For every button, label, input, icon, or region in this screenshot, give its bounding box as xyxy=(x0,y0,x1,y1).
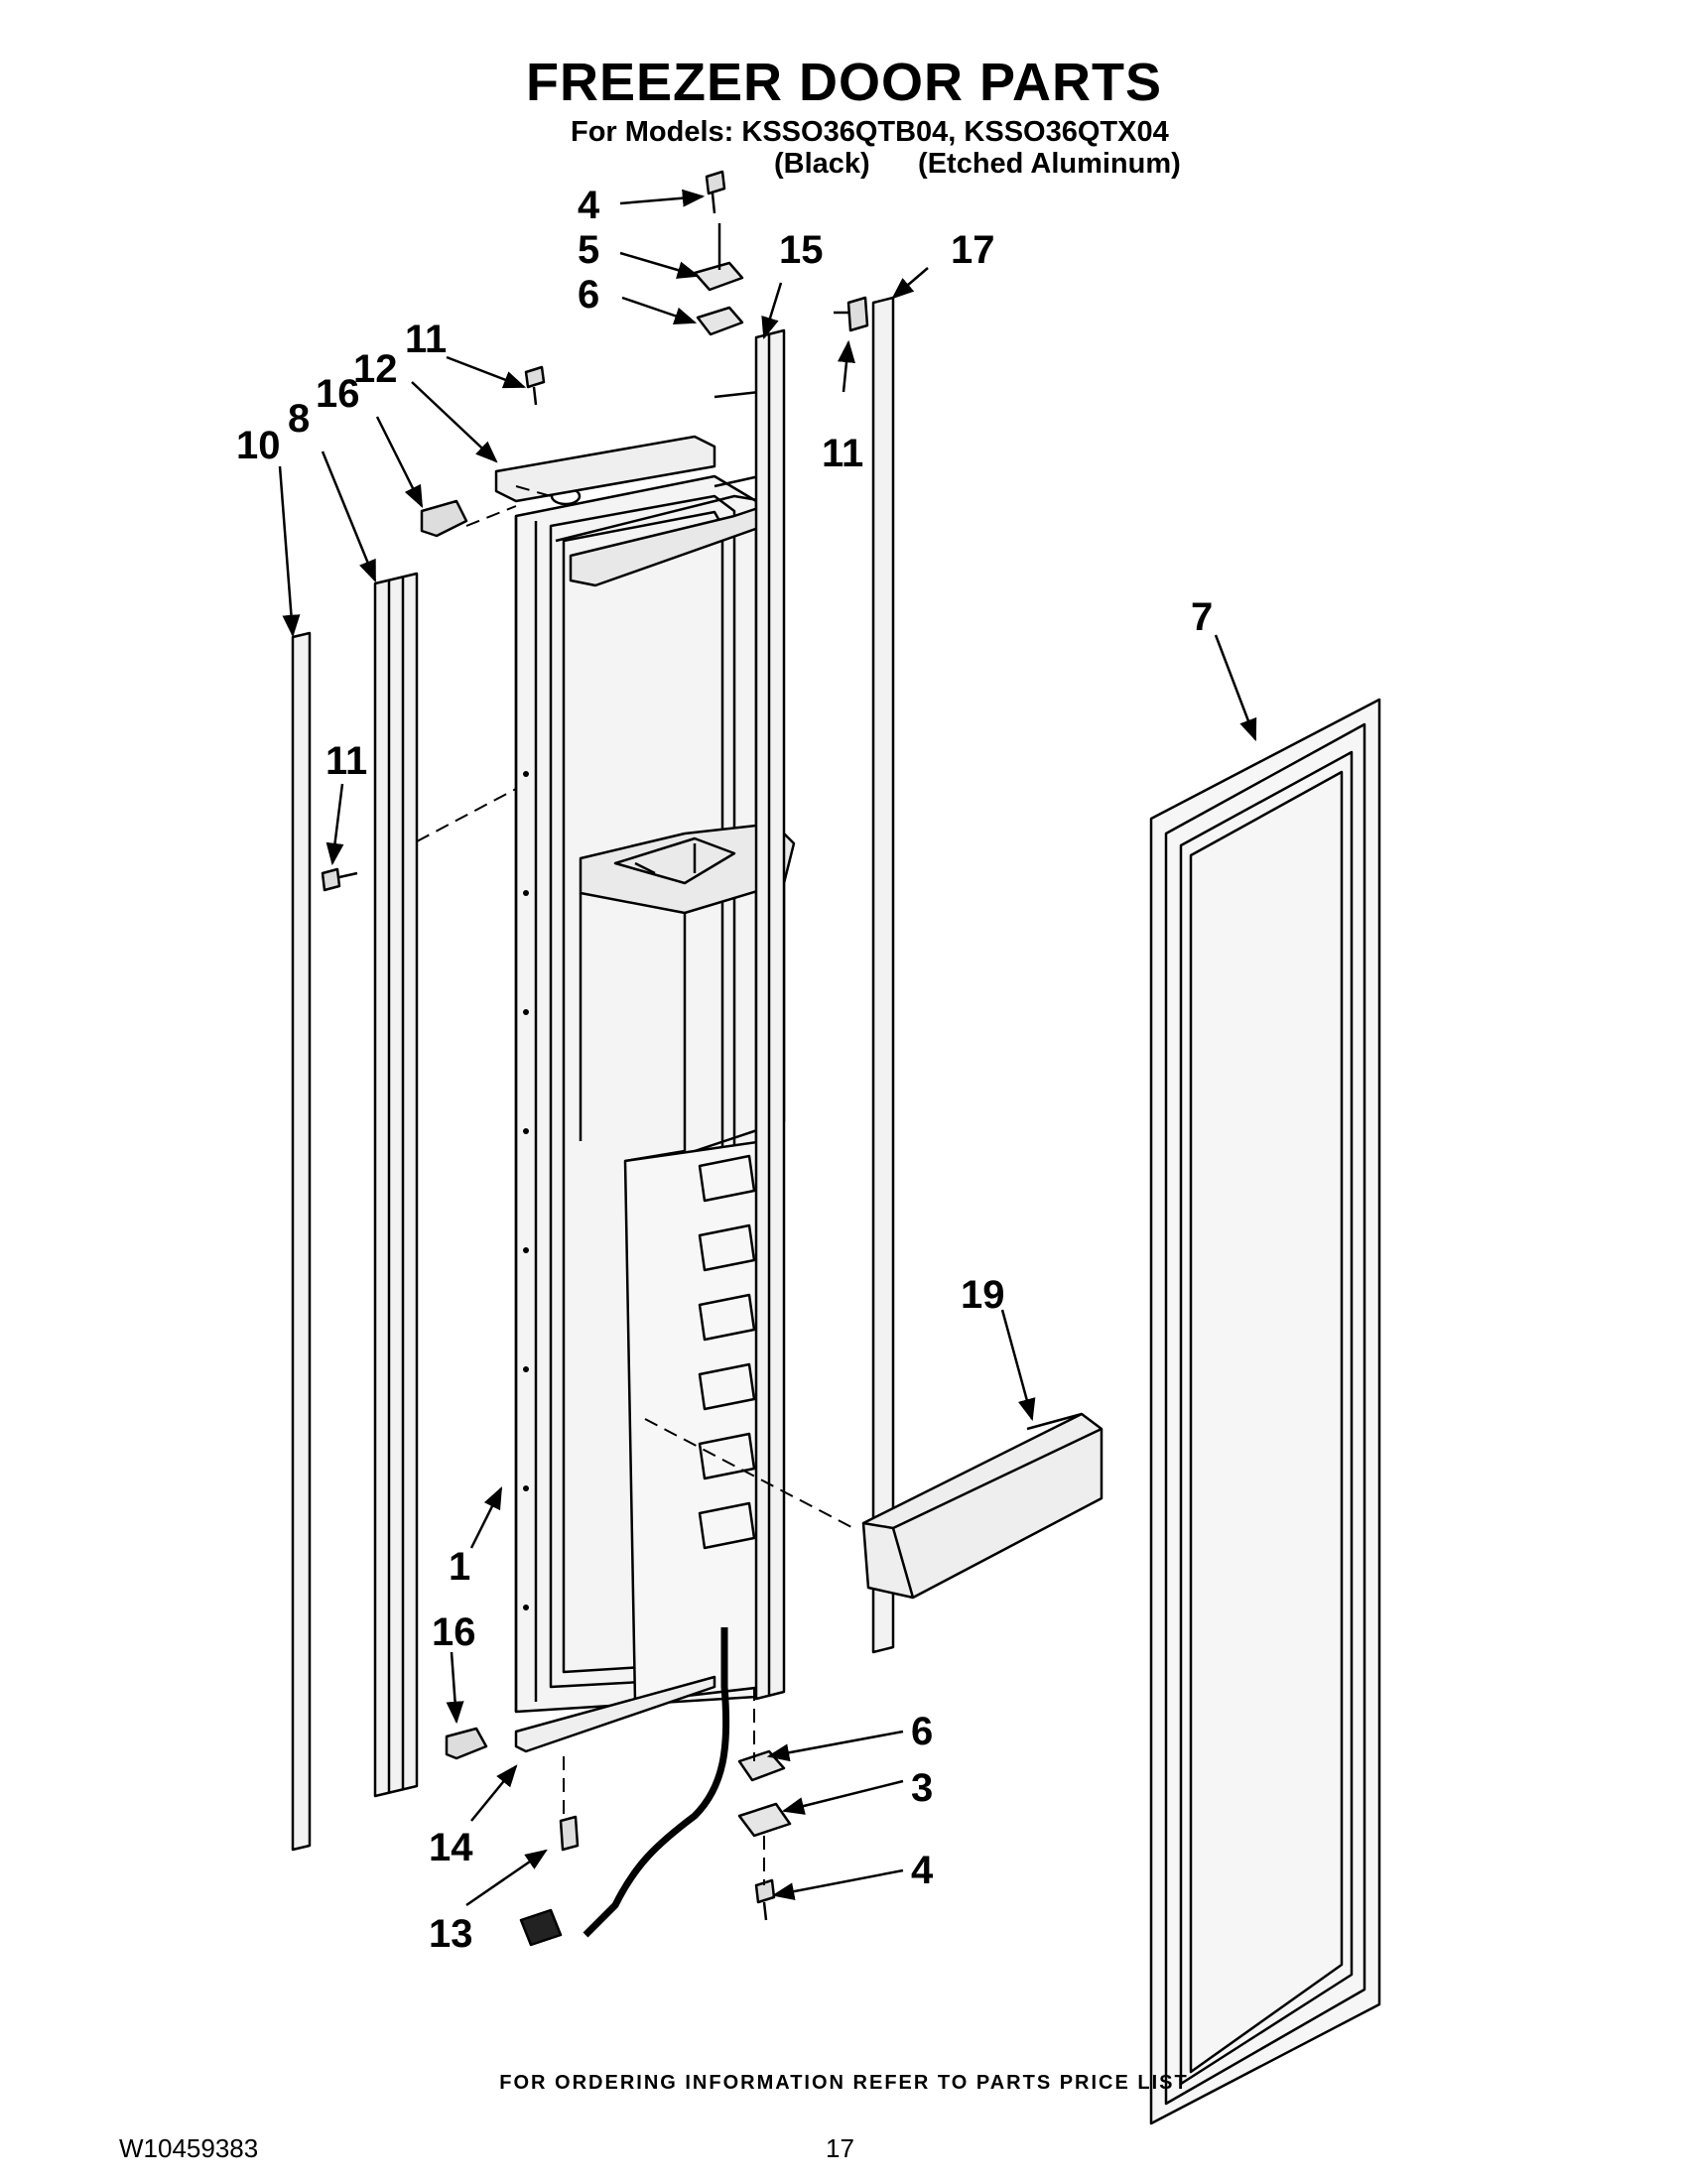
callout-13: 13 xyxy=(429,1912,473,1956)
callout-1: 1 xyxy=(449,1545,470,1589)
page-number: 17 xyxy=(826,2133,854,2163)
document-number: W10459383 xyxy=(119,2133,259,2163)
screw-11-top xyxy=(524,365,546,406)
callout-4-top: 4 xyxy=(578,184,600,227)
clip-16-top xyxy=(420,499,468,538)
callout-10: 10 xyxy=(236,424,281,467)
callout-19: 19 xyxy=(961,1273,1005,1317)
screw-4-top xyxy=(705,170,726,214)
callout-17: 17 xyxy=(951,228,995,272)
clip-16-bottom xyxy=(445,1727,488,1760)
variant-etched-aluminum: (Etched Aluminum) xyxy=(918,148,1181,180)
door-bin-19 xyxy=(861,1412,1104,1600)
model-variants: (Black) (Etched Aluminum) xyxy=(774,148,1181,181)
top-hinge-plate-6 xyxy=(696,306,744,336)
page-title: FREEZER DOOR PARTS xyxy=(525,53,1163,112)
callout-12: 12 xyxy=(353,347,398,391)
callout-11-right: 11 xyxy=(822,432,863,475)
callout-16-top: 16 xyxy=(316,372,360,416)
wire-connector xyxy=(519,1908,563,1947)
callout-3: 3 xyxy=(911,1766,933,1810)
callout-6-bottom: 6 xyxy=(911,1710,933,1753)
callout-11-top: 11 xyxy=(405,318,447,361)
callout-11-left: 11 xyxy=(325,739,367,783)
freezer-door-panel-7 xyxy=(1149,698,1381,2125)
door-assembly xyxy=(514,390,796,1714)
ordering-info-note: FOR ORDERING INFORMATION REFER TO PARTS … xyxy=(499,2072,1189,2094)
screw-11-left xyxy=(321,867,358,892)
door-trim-8 xyxy=(373,572,419,1798)
bottom-channel-14 xyxy=(514,1675,716,1753)
water-tube-harness xyxy=(583,1627,730,1938)
top-channel-12 xyxy=(494,435,716,503)
screw-11-right xyxy=(834,296,869,332)
screw-4-bottom xyxy=(754,1878,776,1921)
door-trim-17 xyxy=(871,296,895,1654)
callout-16-bottom: 16 xyxy=(432,1610,476,1654)
top-hinge-5 xyxy=(693,261,744,292)
callout-7: 7 xyxy=(1191,595,1213,639)
door-trim-10 xyxy=(291,631,312,1852)
callout-6-top: 6 xyxy=(578,273,599,317)
callout-14: 14 xyxy=(429,1826,473,1869)
screw-13 xyxy=(559,1815,580,1852)
bottom-hinge-3 xyxy=(737,1802,792,1838)
callout-15: 15 xyxy=(779,228,824,272)
models-line: For Models: KSSO36QTB04, KSSO36QTX04 xyxy=(571,116,1169,148)
callout-4-bottom: 4 xyxy=(911,1849,934,1892)
callout-5: 5 xyxy=(578,228,599,272)
callout-8: 8 xyxy=(288,397,310,441)
door-shelf-ribs xyxy=(698,1154,756,1550)
variant-black: (Black) xyxy=(774,148,870,180)
